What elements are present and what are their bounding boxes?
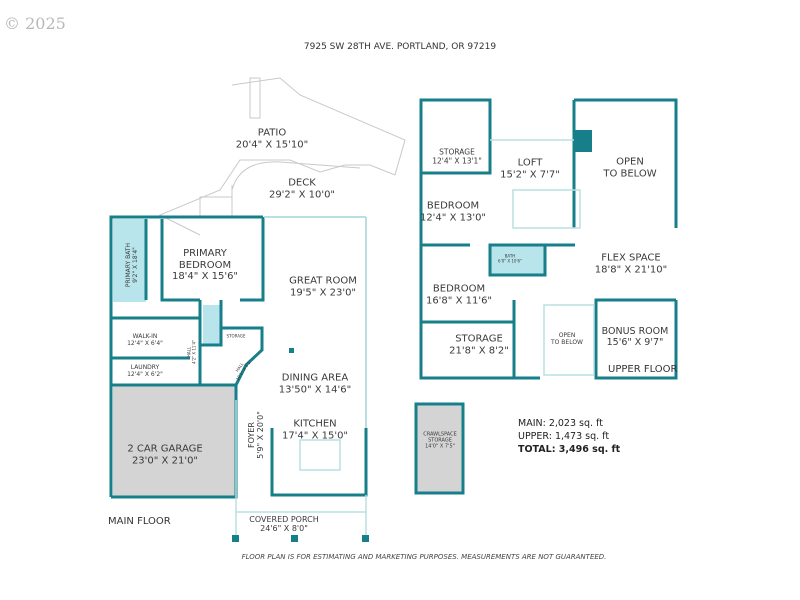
garage-fill (113, 385, 237, 497)
room-name: KITCHEN (293, 418, 337, 430)
room-name: PRIMARY (183, 247, 227, 259)
room-name: TO BELOW (603, 168, 657, 179)
area-total-value: TOTAL: 3,496 sq. ft (518, 444, 621, 455)
room-name: 2 CAR GARAGE (127, 443, 203, 455)
patio-deck-outline (158, 77, 406, 236)
room-dims: 20'4" X 15'10" (235, 139, 309, 150)
room-dims: 12'4" X 6'4" (127, 340, 163, 347)
room-dims: 15'6" X 9'7" (606, 337, 664, 348)
room-name: BEDROOM (432, 283, 486, 295)
room-name: BEDROOM (178, 259, 232, 271)
room-dims: 12'4" X 13'1" (432, 156, 482, 165)
room-name: STORAGE (226, 333, 246, 339)
room-dims: 12'4" X 13'0" (419, 212, 487, 223)
room-name: TO BELOW (551, 339, 583, 346)
room-name: WALK-IN (132, 333, 158, 341)
room-dims: 17'4" X 15'0" (281, 430, 349, 441)
room-name: FOYER (246, 422, 256, 448)
room-name: LOFT (517, 157, 543, 169)
room-name: FLEX SPACE (601, 252, 661, 264)
room-dims: 23'0" X 21'0" (131, 455, 199, 466)
address: 7925 SW 28TH AVE. PORTLAND, OR 97219 (303, 42, 497, 52)
crawlspace-shape (414, 402, 465, 495)
room-name: GREAT ROOM (289, 275, 357, 287)
area-upper: UPPER: 1,473 sq. ft (518, 431, 610, 442)
room-dims: 9'2" X 18'4" (132, 247, 139, 283)
room-dims: 5'9" X 20'0" (256, 411, 265, 459)
room-name: BEDROOM (426, 200, 480, 212)
room-dims: 13'50" X 14'6" (278, 384, 352, 395)
room-dims: 15'2" X 7'7" (500, 169, 560, 180)
room-name: DECK (288, 177, 316, 189)
powder-room-fill (203, 305, 221, 345)
room-dims: 18'8" X 21'10" (594, 264, 668, 275)
room-name: STORAGE (439, 147, 475, 157)
room-dims: 16'8" X 11'6" (425, 295, 493, 306)
room-dims: 6'0" X 10'6" (498, 258, 522, 263)
disclaimer: FLOOR PLAN IS FOR ESTIMATING AND MARKETI… (241, 553, 607, 561)
room-name: BONUS ROOM (601, 326, 669, 338)
room-name: STORAGE (455, 333, 503, 345)
upper-floor-walls (419, 98, 678, 380)
room-name: COVERED PORCH (249, 514, 319, 524)
room-name: OPEN (616, 156, 644, 168)
area-summary: MAIN: 2,023 sq. ft UPPER: 1,473 sq. ft T… (518, 417, 620, 456)
area-total: TOTAL: 3,496 sq. ft (518, 443, 620, 456)
room-storage: STORAGE (226, 333, 246, 340)
room-name: BATH (504, 253, 516, 259)
room-dims: 12'4" X 6'2" (127, 371, 163, 378)
upper-bath-fill (490, 245, 545, 275)
room-dims: 19'5" X 23'0" (289, 287, 357, 298)
room-dims: 24'6" X 8'0" (260, 524, 308, 533)
main-floor-walls (109, 215, 369, 542)
upper-floor-label: UPPER FLOOR (608, 364, 678, 375)
room-name: CRAWLSPACE (423, 431, 457, 438)
room-dims: 14'0" X 7'5" (425, 442, 455, 449)
main-floor-label: MAIN FLOOR (108, 516, 171, 527)
room-name: OPEN (558, 332, 576, 340)
primary-bath-fill (113, 219, 146, 302)
room-name: LAUNDRY (130, 364, 160, 372)
room-dims: 18'4" X 15'6" (171, 270, 239, 282)
chimney (574, 130, 592, 152)
room-name: PATIO (257, 127, 287, 139)
room-dims: 29'2" X 10'0" (268, 189, 336, 200)
room-name: STORAGE (428, 437, 452, 444)
room-dims: 21'8" X 8'2" (449, 345, 509, 356)
room-name: DINING AREA (281, 372, 349, 384)
copyright: © 2025 (4, 14, 66, 33)
room-dims: 4'2" X 11'4" (191, 340, 196, 364)
area-main: MAIN: 2,023 sq. ft (518, 418, 603, 429)
